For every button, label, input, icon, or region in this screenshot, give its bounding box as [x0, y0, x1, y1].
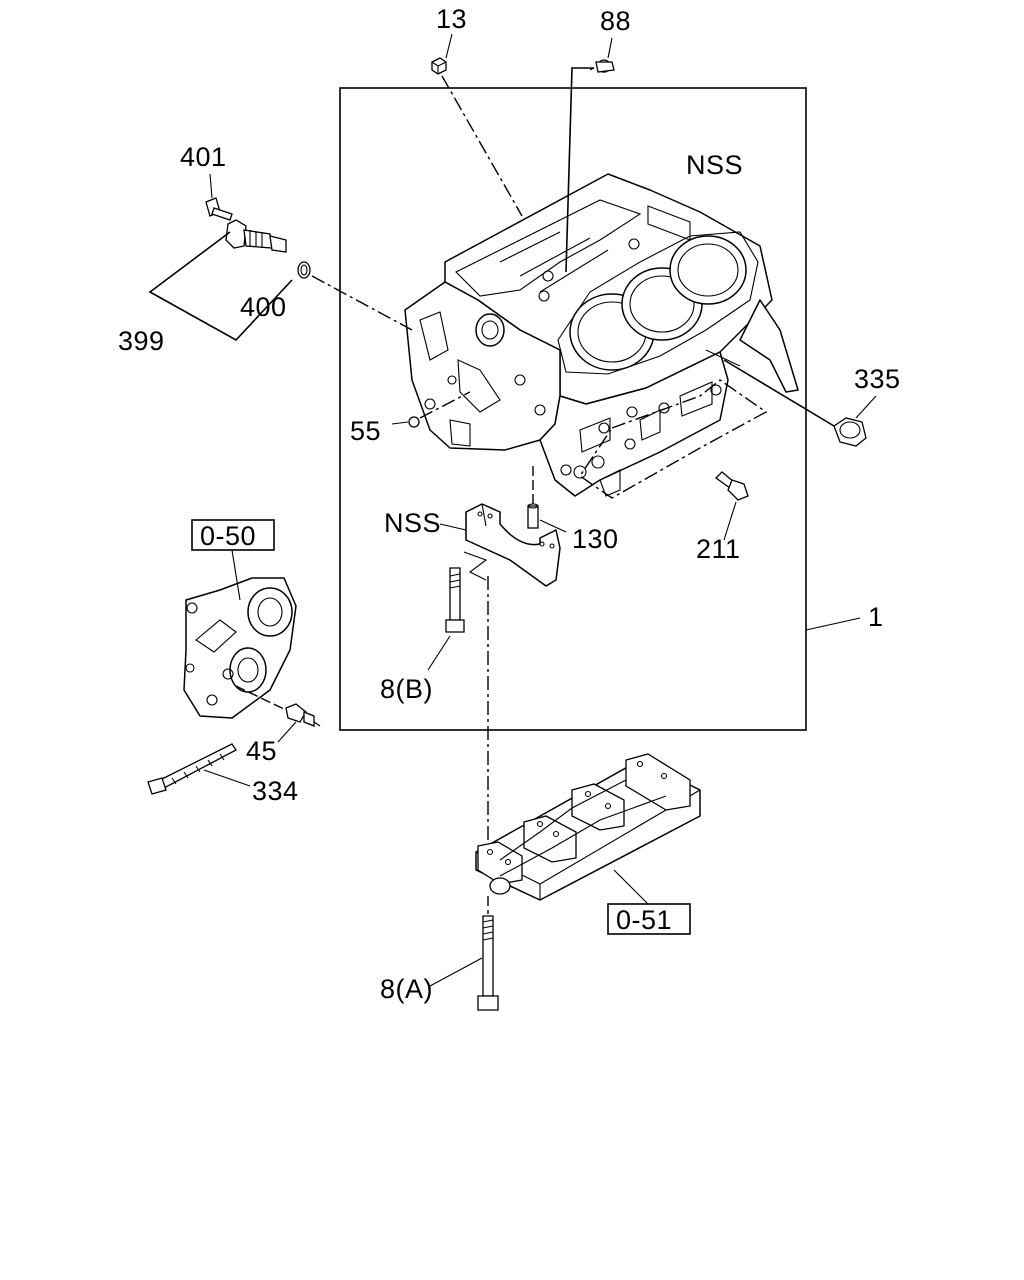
cylinder-block[interactable]	[404, 173, 799, 497]
part-211-bolt[interactable]	[714, 471, 749, 501]
callout-13: 13	[436, 4, 467, 34]
part-334-cable-tie[interactable]	[147, 743, 237, 795]
bearing-cap-nss[interactable]	[465, 503, 561, 587]
part-88-bolt[interactable]	[589, 59, 615, 73]
callout-211: 211	[696, 534, 741, 564]
callout-nss-top: NSS	[686, 150, 743, 180]
part-55-ball[interactable]	[408, 416, 420, 428]
part-335-plug[interactable]	[833, 417, 867, 447]
water-pump-housing-0-50[interactable]	[183, 577, 297, 719]
callout-334: 334	[252, 776, 299, 806]
part-8a-bolt[interactable]	[477, 915, 499, 1011]
ref-box-0-50[interactable]	[191, 519, 275, 551]
callout-400: 400	[240, 292, 287, 322]
callout-ref-0-50: 0-50	[200, 521, 256, 551]
callout-399: 399	[118, 326, 165, 356]
part-400-o-ring[interactable]	[297, 261, 311, 279]
callout-nss-mid: NSS	[384, 508, 441, 538]
part-399-sensor[interactable]	[225, 219, 287, 253]
lower-crankcase-0-51[interactable]	[475, 753, 701, 901]
part-401-bolt[interactable]	[205, 197, 233, 221]
part-13-plug[interactable]	[431, 57, 447, 75]
callout-8b: 8(B)	[380, 674, 433, 704]
part-8b-bolt[interactable]	[445, 567, 465, 633]
callout-335: 335	[854, 364, 901, 394]
callout-88: 88	[600, 6, 631, 36]
callout-55: 55	[350, 416, 381, 446]
callout-130: 130	[572, 524, 619, 554]
part-45-sensor[interactable]	[285, 703, 321, 727]
callout-401: 401	[180, 142, 227, 172]
callout-8a: 8(A)	[380, 974, 433, 1004]
part-130-dowel[interactable]	[527, 503, 539, 529]
ref-box-0-51[interactable]	[607, 903, 691, 935]
callout-ref-0-51: 0-51	[616, 905, 672, 935]
callout-1: 1	[868, 602, 884, 632]
callout-45: 45	[246, 736, 277, 766]
